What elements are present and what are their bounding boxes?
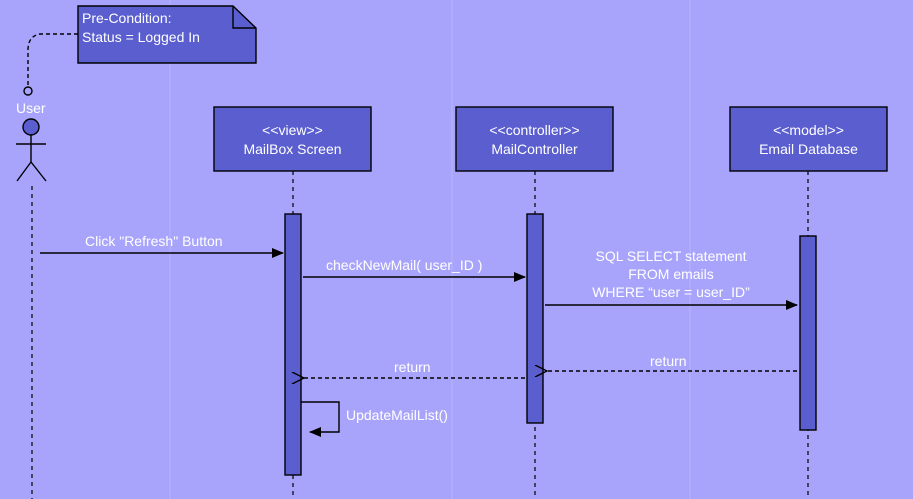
note-anchor-circle <box>23 86 33 96</box>
note-line-1: Pre-Condition: <box>82 10 172 26</box>
mailbox-activation-bar <box>284 213 302 476</box>
return-from-controller-label: return <box>394 359 431 375</box>
database-activation-bar <box>799 235 817 431</box>
note-line-2: Status = Logged In <box>82 29 200 45</box>
controller-stereotype: <<controller>> <box>489 122 580 138</box>
lifelines <box>31 171 809 499</box>
return-from-db-label: return <box>650 353 687 369</box>
check-new-mail-label: checkNewMail( user_ID ) <box>326 257 483 273</box>
click-refresh-label: Click "Refresh" Button <box>85 233 223 249</box>
mail-controller-box <box>455 106 614 172</box>
database-stereotype: <<model>> <box>773 122 844 138</box>
mailbox-name: MailBox Screen <box>243 141 342 157</box>
note-connector <box>27 33 78 86</box>
background-guides <box>169 0 691 499</box>
user-actor-figure <box>16 118 47 182</box>
mailbox-screen-box <box>213 106 372 172</box>
precondition-note <box>77 5 257 64</box>
mailbox-stereotype: <<view>> <box>262 122 323 138</box>
sql-line-2: FROM emails <box>628 266 714 282</box>
user-actor-label: User <box>16 100 46 116</box>
sql-line-1: SQL SELECT statement <box>595 248 747 264</box>
sql-line-3: WHERE “user = user_ID” <box>592 284 750 300</box>
controller-activation-bar <box>526 213 544 424</box>
update-mail-list-self-arrow <box>301 401 340 437</box>
database-name: Email Database <box>759 141 858 157</box>
update-mail-list-label: UpdateMailList() <box>346 407 448 423</box>
email-database-box <box>729 106 888 172</box>
controller-name: MailController <box>491 141 578 157</box>
